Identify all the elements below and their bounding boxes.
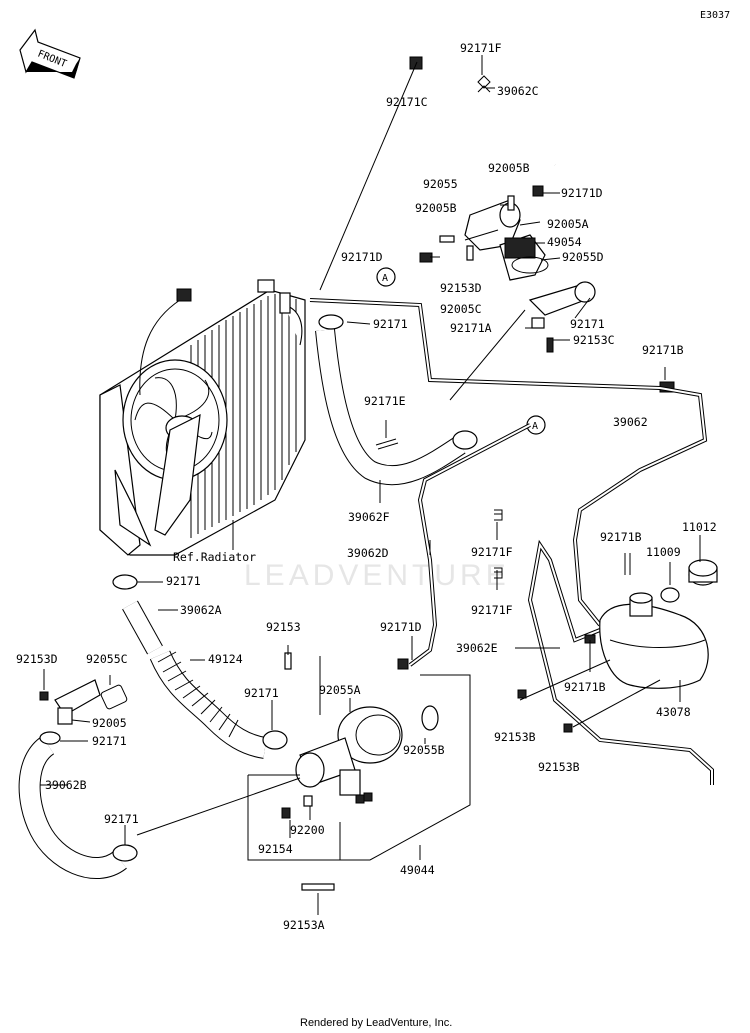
label-92171-left: 92171 — [166, 574, 201, 588]
water-pump — [295, 705, 439, 796]
leader-lines — [40, 55, 701, 915]
label-92171B-c: 92171B — [564, 680, 606, 694]
label-49044: 49044 — [400, 863, 435, 877]
label-92171A: 92171A — [450, 321, 492, 335]
label-92171C: 92171C — [386, 95, 428, 109]
label-39062: 39062 — [613, 415, 648, 429]
label-92171-mid: 92171 — [244, 686, 279, 700]
label-92055B: 92055B — [403, 743, 445, 757]
thermostat — [504, 237, 536, 259]
label-43078: 43078 — [656, 705, 691, 719]
label-92055C: 92055C — [86, 652, 128, 666]
upper-clips — [419, 75, 675, 393]
clip-92171-mid — [262, 730, 288, 750]
label-92005C: 92005C — [440, 302, 482, 316]
label-92171-bottom: 92171 — [104, 812, 139, 826]
hose-39062C — [409, 56, 556, 167]
label-39062C: 39062C — [497, 84, 539, 98]
callout-a-upper-letter: A — [382, 273, 388, 284]
label-11009: 11009 — [646, 545, 681, 559]
hose-39062D — [408, 423, 531, 667]
label-92153D-left: 92153D — [16, 652, 58, 666]
label-92153B-a: 92153B — [494, 730, 536, 744]
label-49124: 49124 — [208, 652, 243, 666]
label-92153C: 92153C — [573, 333, 615, 347]
label-92171D-a: 92171D — [561, 186, 603, 200]
label-92153D-top: 92153D — [440, 281, 482, 295]
callout-a-upper: A — [376, 267, 396, 287]
reference-radiator-label: Ref.Radiator — [173, 550, 256, 564]
label-92005A: 92005A — [547, 217, 589, 231]
label-92171F-top: 92171F — [460, 41, 502, 55]
diagram-code: E3037 — [700, 10, 730, 21]
hose-39062A — [112, 574, 163, 655]
hose-39062E — [527, 539, 714, 785]
lower-right-clips — [494, 509, 596, 733]
label-39062A: 39062A — [180, 603, 222, 617]
label-92171B-b: 92171B — [600, 530, 642, 544]
thermostat-housing — [464, 199, 596, 329]
label-92005B-b: 92005B — [415, 201, 457, 215]
label-49054: 49054 — [547, 235, 582, 249]
part-labels: 92171F 39062C 92171C 92005B 92055 92171D… — [16, 41, 717, 932]
left-cover — [39, 679, 128, 725]
pump-bolts — [281, 652, 409, 891]
callout-a-lower-letter: A — [532, 421, 538, 432]
label-92171D-c: 92171D — [380, 620, 422, 634]
label-92200: 92200 — [290, 823, 325, 837]
watermark: LEADVENTURE — [244, 559, 510, 592]
tank-cap — [688, 559, 718, 586]
label-92055A: 92055A — [319, 683, 361, 697]
label-92171-top: 92171 — [373, 317, 408, 331]
assembly-brackets — [247, 656, 471, 861]
label-92171D-b: 92171D — [341, 250, 383, 264]
label-92005: 92005 — [92, 716, 127, 730]
reserve-tank — [599, 592, 709, 689]
label-39062D: 39062D — [347, 546, 389, 560]
footer-credit: Rendered by LeadVenture, Inc. — [300, 1017, 452, 1029]
label-92153B-b: 92153B — [538, 760, 580, 774]
label-92171-right: 92171 — [570, 317, 605, 331]
hose-49124 — [149, 650, 268, 759]
hose-39062B — [18, 731, 138, 880]
label-92171B-a: 92171B — [642, 343, 684, 357]
label-92171-leftb: 92171 — [92, 734, 127, 748]
clip-92171E — [375, 438, 399, 450]
cap-gasket — [660, 587, 680, 603]
label-39062E: 39062E — [456, 641, 498, 655]
hose-39062 — [309, 298, 708, 627]
label-39062B: 39062B — [45, 778, 87, 792]
label-92005B-a: 92005B — [488, 161, 530, 175]
label-92171F-c: 92171F — [471, 603, 513, 617]
label-92153: 92153 — [266, 620, 301, 634]
label-11012: 11012 — [682, 520, 717, 534]
label-39062F: 39062F — [348, 510, 390, 524]
radiator-assembly: Ref.Radiator — [99, 279, 306, 564]
front-arrow-icon: FRONT — [19, 28, 81, 79]
label-92154: 92154 — [258, 842, 293, 856]
label-92153A: 92153A — [283, 918, 325, 932]
label-92055D: 92055D — [562, 250, 604, 264]
label-92171F-b: 92171F — [471, 545, 513, 559]
label-92055: 92055 — [423, 177, 458, 191]
hose-39062F — [315, 314, 478, 486]
label-92171E: 92171E — [364, 394, 406, 408]
